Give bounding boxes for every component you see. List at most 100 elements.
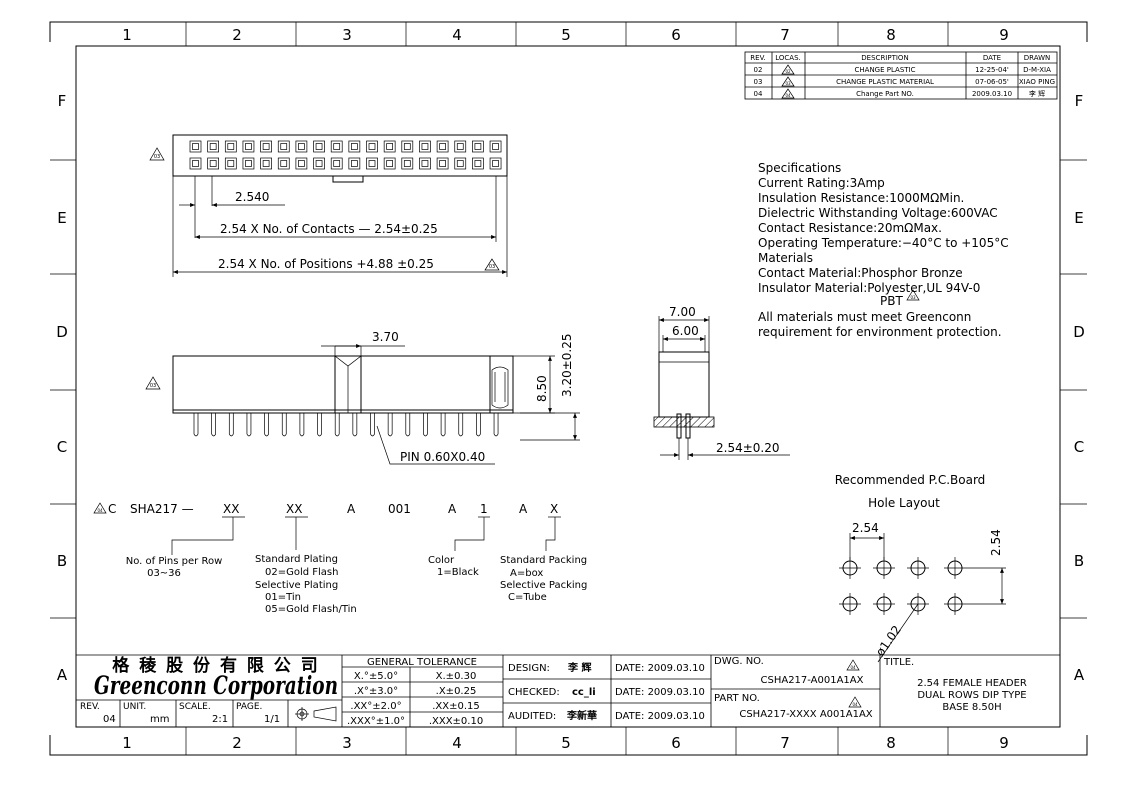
contact-hole bbox=[189, 140, 202, 153]
solder-pin bbox=[228, 413, 234, 437]
frame-col-label: 1 bbox=[122, 734, 132, 752]
frame-col-label: 7 bbox=[780, 26, 790, 44]
contact-hole bbox=[298, 143, 305, 150]
svg-text:02: 02 bbox=[785, 69, 791, 74]
svg-text:04: 04 bbox=[785, 93, 791, 98]
contact-hole bbox=[330, 140, 343, 153]
spec-line: Operating Temperature:−40°C to +105°C bbox=[758, 236, 1009, 250]
contact-hole bbox=[227, 160, 235, 167]
title-line: 2.54 FEMALE HEADER bbox=[917, 678, 1027, 689]
contact-hole bbox=[209, 160, 217, 167]
contact-hole bbox=[298, 160, 305, 167]
tolerance-linear: X.±0.30 bbox=[436, 671, 477, 682]
contact-hole bbox=[366, 157, 378, 170]
solder-pin bbox=[211, 413, 216, 437]
code-field-plating: XX bbox=[286, 502, 302, 516]
part-no-value: CSHA217-XXXX A001A1AX bbox=[739, 709, 872, 720]
contact-hole bbox=[348, 157, 361, 170]
audited-label: AUDITED: bbox=[508, 711, 556, 722]
tolerance-linear: .X±0.25 bbox=[436, 686, 477, 697]
side-view: 7.00 6.00 2.54±0.20 bbox=[653, 305, 790, 460]
rev-row-date: 07-06-05' bbox=[975, 78, 1009, 86]
dim-2-54-side: 2.54±0.20 bbox=[716, 441, 780, 455]
pcb-title-1: Recommended P.C.Board bbox=[835, 473, 986, 487]
contact-hole bbox=[474, 160, 482, 167]
legend-packing: Standard Packing bbox=[500, 555, 587, 566]
dim-6-00: 6.00 bbox=[672, 324, 699, 338]
spec-line: Contact Material:Phosphor Bronze bbox=[758, 266, 963, 280]
contact-hole bbox=[421, 160, 429, 167]
company-name-cn: 格 稜 股 份 有 限 公 司 bbox=[112, 655, 319, 676]
code-base: SHA217 — bbox=[130, 502, 194, 516]
frame-row-label: B bbox=[57, 552, 67, 570]
solder-pin bbox=[458, 413, 464, 437]
frame-row-label: E bbox=[57, 209, 66, 227]
contact-hole bbox=[315, 160, 323, 167]
svg-text:03: 03 bbox=[154, 154, 160, 160]
contact-hole bbox=[295, 140, 308, 153]
contact-hole bbox=[421, 143, 429, 150]
svg-text:03: 03 bbox=[785, 81, 791, 86]
dim-pitch: 2.540 bbox=[235, 190, 269, 204]
frame-col-label: 4 bbox=[452, 26, 462, 44]
frame-col-label: 3 bbox=[342, 26, 352, 44]
contact-hole bbox=[227, 143, 235, 150]
contact-hole bbox=[348, 140, 361, 153]
code-prefix: C bbox=[108, 502, 116, 516]
solder-pin bbox=[334, 413, 340, 437]
tolerance-angle: .X°±3.0° bbox=[354, 686, 398, 697]
contact-hole bbox=[207, 140, 219, 153]
design-label: DESIGN: bbox=[508, 663, 550, 674]
contact-hole bbox=[386, 160, 393, 167]
spec-line: Insulator Material:Polyester,UL 94V-0 bbox=[758, 281, 980, 295]
solder-pin bbox=[246, 413, 252, 437]
title-line: DUAL ROWS DIP TYPE bbox=[917, 690, 1026, 701]
contact-hole bbox=[419, 157, 431, 170]
legend-packing: C=Tube bbox=[508, 592, 547, 603]
solder-pin bbox=[476, 413, 481, 437]
projection-symbol-icon bbox=[295, 706, 337, 722]
legend-plating: 05=Gold Flash/Tin bbox=[265, 604, 357, 615]
rev-row-rev: 04 bbox=[754, 90, 763, 98]
rev-triangle-icon: 04 bbox=[93, 502, 107, 514]
frame-col-label: 5 bbox=[561, 734, 571, 752]
rev-triangle-icon: 03 bbox=[149, 147, 165, 161]
spec-line: Specifications bbox=[758, 161, 841, 175]
frame-col-label: 8 bbox=[886, 734, 896, 752]
code-field-color: 1 bbox=[480, 502, 488, 516]
solder-pin bbox=[387, 413, 393, 437]
frame-col-label: 1 bbox=[122, 26, 132, 44]
contact-hole bbox=[383, 140, 396, 153]
contact-hole bbox=[419, 140, 431, 153]
contact-hole bbox=[472, 140, 484, 153]
rev-header-drawn: DRAWN bbox=[1024, 54, 1051, 62]
contact-hole bbox=[436, 157, 449, 170]
contact-hole bbox=[280, 143, 288, 150]
date-audited: DATE: 2009.03.10 bbox=[615, 711, 705, 722]
pcb-hole-layout: Recommended P.C.Board Hole Layout 2.54 2… bbox=[835, 473, 1006, 663]
contact-hole bbox=[295, 157, 308, 170]
contact-hole bbox=[403, 160, 411, 167]
dim-hole-pitch: 2.54 bbox=[852, 521, 879, 535]
page-label: PAGE. bbox=[236, 702, 262, 712]
contact-hole bbox=[439, 143, 446, 150]
rev-row-rev: 02 bbox=[754, 66, 763, 74]
audited-value: 李新華 bbox=[566, 709, 597, 722]
rev-header-rev: REV. bbox=[750, 54, 765, 62]
dim-contacts: 2.54 X No. of Contacts — 2.54±0.25 bbox=[220, 222, 438, 236]
dim-8-50: 8.50 bbox=[535, 375, 549, 402]
contact-hole bbox=[192, 160, 199, 167]
contact-hole bbox=[262, 143, 270, 150]
frame-col-label: 9 bbox=[999, 26, 1009, 44]
svg-text:04: 04 bbox=[97, 508, 103, 513]
scale-label: SCALE. bbox=[179, 702, 211, 712]
spec-line: All materials must meet Greenconn bbox=[758, 310, 971, 324]
solder-pin bbox=[370, 413, 375, 437]
contact-hole bbox=[209, 143, 217, 150]
contact-hole bbox=[492, 160, 499, 167]
rev-row-drawn: XIAO PING bbox=[1019, 78, 1055, 86]
scale-value: 2:1 bbox=[212, 714, 228, 725]
date-checked: DATE: 2009.03.10 bbox=[615, 687, 705, 698]
design-value: 李 辉 bbox=[567, 661, 591, 674]
